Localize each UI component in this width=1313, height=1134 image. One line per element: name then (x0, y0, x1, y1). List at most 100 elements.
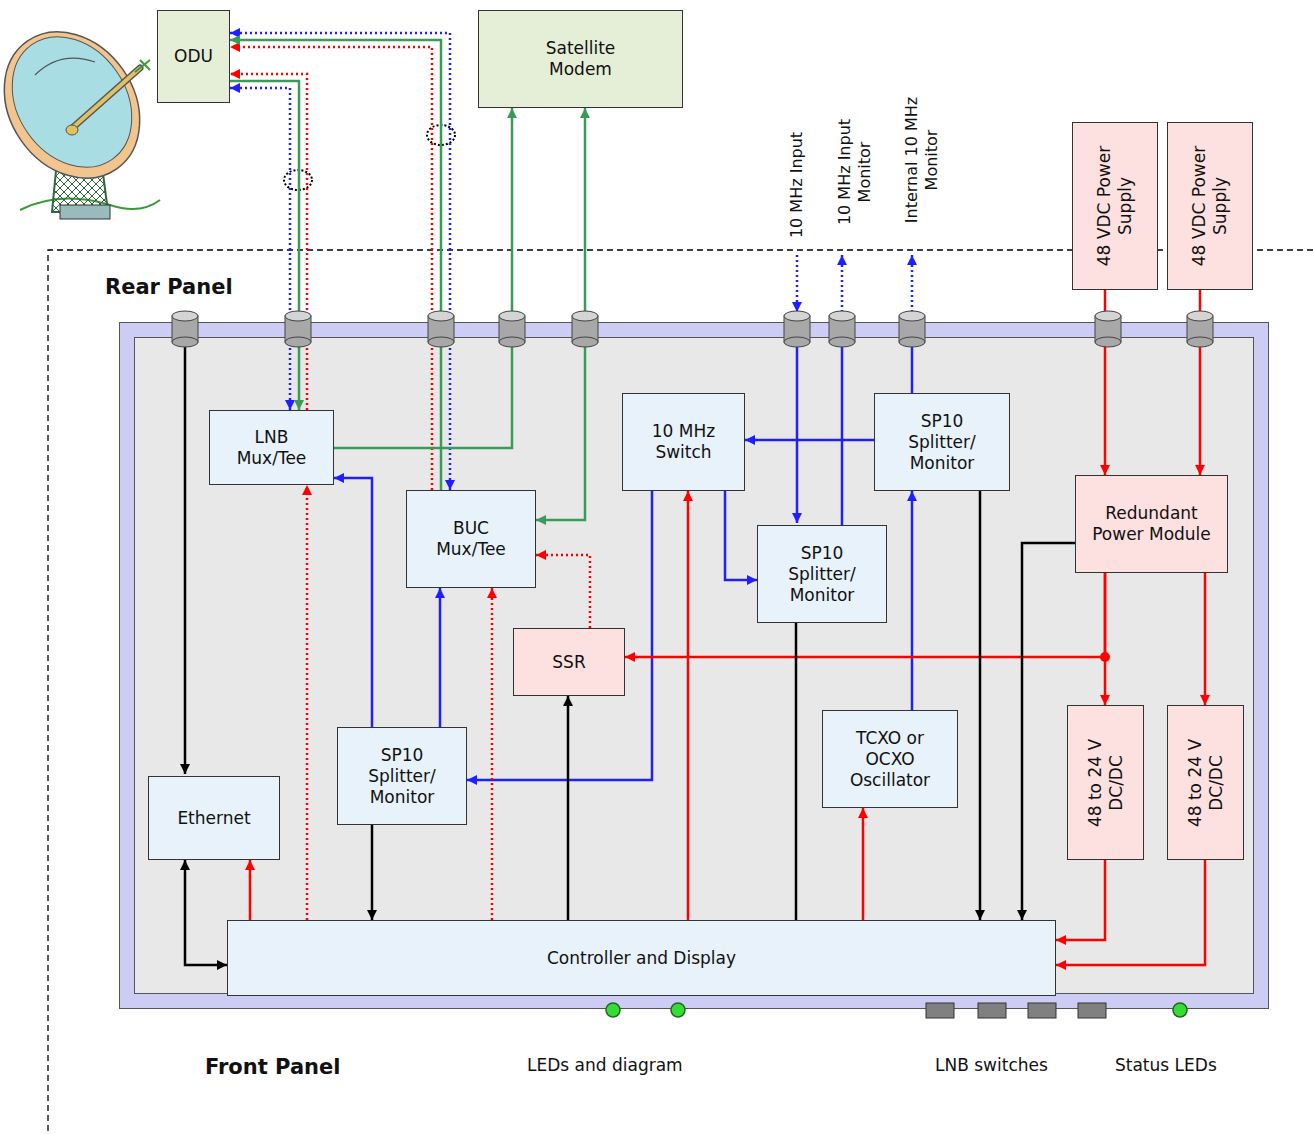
rear-connector (784, 316, 810, 342)
lnb-switches (926, 1003, 1106, 1018)
signal-connector (979, 491, 982, 920)
signal-connector (1199, 290, 1202, 475)
signal-connector (536, 555, 590, 628)
rear-connector (428, 337, 454, 347)
signal-connector (439, 588, 442, 727)
panel-heading: Rear Panel (105, 275, 233, 299)
signal-connector (185, 860, 227, 965)
rear-connector (829, 311, 855, 321)
box-label: BUC Mux/Tee (426, 518, 516, 560)
chassis-frame: Rear PanelFront PanelLNB Mux/TeeBUC Mux/… (120, 323, 1268, 1008)
signal-connector (306, 485, 309, 920)
power-module-box: Redundant Power Module (1075, 475, 1228, 573)
signal-port-label: 10 MHz Input (787, 132, 807, 238)
rear-connector (1187, 316, 1213, 342)
rear-connector (899, 337, 925, 347)
oscillator-box: TCXO or OCXO Oscillator (822, 710, 958, 808)
signal-connector (745, 439, 874, 442)
signal-connector (334, 108, 512, 448)
box-label: 10 MHz Switch (639, 421, 729, 463)
panel-heading: Front Panel (205, 1055, 340, 1079)
signal-connector (862, 808, 865, 920)
power-supply: 48 VDC Power Supply (1072, 122, 1158, 290)
rear-connector (899, 316, 925, 342)
rear-connector (172, 337, 198, 347)
rear-connector (285, 337, 311, 347)
rear-connector (572, 316, 598, 342)
splitter-box: SP10 Splitter/ Monitor (337, 727, 467, 825)
rear-connector (784, 337, 810, 347)
signal-connector (491, 588, 494, 920)
signal-connector (1056, 860, 1105, 940)
rear-connector (1095, 337, 1121, 347)
rear-connector (1095, 316, 1121, 342)
panel-label: LNB switches (935, 1055, 1048, 1076)
signal-connector (1204, 573, 1207, 705)
rear-connectors (172, 311, 1213, 347)
dc-converter: 48 to 24 V DC/DC (1167, 705, 1244, 860)
outdoor-unit: ODU (157, 10, 230, 103)
panel-label: LEDs and diagram (527, 1055, 683, 1076)
site-boundary (48, 250, 1313, 1134)
box-label: SSR (552, 652, 585, 673)
box-label: Ethernet (177, 808, 250, 829)
signal-connector (249, 860, 252, 920)
box-label: TCXO or OCXO Oscillator (845, 728, 935, 791)
rear-connector (285, 316, 311, 342)
power-supply: 48 VDC Power Supply (1167, 122, 1253, 290)
box-label: Controller and Display (547, 948, 736, 969)
rear-connector (499, 311, 525, 321)
splitter-box: SP10 Splitter/ Monitor (874, 393, 1010, 491)
signal-connector (1104, 290, 1107, 475)
signal-connector (230, 74, 307, 410)
signal-connector (1104, 573, 1107, 705)
signal-connector (230, 88, 290, 410)
signal-connector (1056, 860, 1205, 965)
cable-bundle-mark (284, 125, 455, 190)
signal-port-label: 10 MHz Input Monitor (835, 102, 875, 242)
box-label: Satellite Modem (521, 38, 641, 80)
junction-dot (1100, 652, 1110, 662)
box-label: Redundant Power Module (1092, 503, 1212, 545)
rear-connector (572, 311, 598, 321)
signal-connector (687, 491, 690, 920)
signal-connector (795, 623, 798, 920)
mux-tee-box: BUC Mux/Tee (406, 490, 536, 588)
front-leds (606, 1003, 1187, 1017)
box-label: 48 VDC Power Supply (1094, 131, 1136, 281)
box-label: 48 to 24 V DC/DC (1185, 713, 1227, 853)
rear-connector (1187, 311, 1213, 321)
controller-box: Controller and Display (227, 920, 1056, 996)
box-label: SP10 Splitter/ Monitor (777, 543, 867, 606)
rear-connector (499, 316, 525, 342)
box-label: 48 to 24 V DC/DC (1085, 713, 1127, 853)
dc-converter: 48 to 24 V DC/DC (1067, 705, 1144, 860)
signal-connector (371, 825, 374, 920)
mux-tee-box: LNB Mux/Tee (209, 410, 334, 485)
signal-connector (230, 81, 299, 410)
switch-box: 10 MHz Switch (622, 393, 745, 491)
signal-connector (567, 696, 570, 920)
rear-connector (285, 311, 311, 321)
rear-connector (1187, 337, 1213, 347)
rear-connector (428, 311, 454, 321)
signal-connector (725, 491, 757, 580)
rear-connector (572, 337, 598, 347)
splitter-box: SP10 Splitter/ Monitor (757, 525, 887, 623)
rear-connector (428, 316, 454, 342)
box-label: LNB Mux/Tee (227, 427, 317, 469)
panel-label: Status LEDs (1115, 1055, 1217, 1076)
box-label: 48 VDC Power Supply (1189, 131, 1231, 281)
rear-connector (1095, 311, 1121, 321)
signal-connector (536, 108, 585, 520)
signal-port-label: Internal 10 MHz Monitor (902, 85, 942, 235)
rear-connector (829, 316, 855, 342)
rear-connector (899, 311, 925, 321)
satellite-dish (0, 6, 168, 219)
ethernet-box: Ethernet (148, 776, 280, 860)
box-label: SP10 Splitter/ Monitor (357, 745, 447, 808)
rear-connector (499, 337, 525, 347)
rear-connector (784, 311, 810, 321)
rear-connector (829, 337, 855, 347)
rear-connector (172, 311, 198, 321)
